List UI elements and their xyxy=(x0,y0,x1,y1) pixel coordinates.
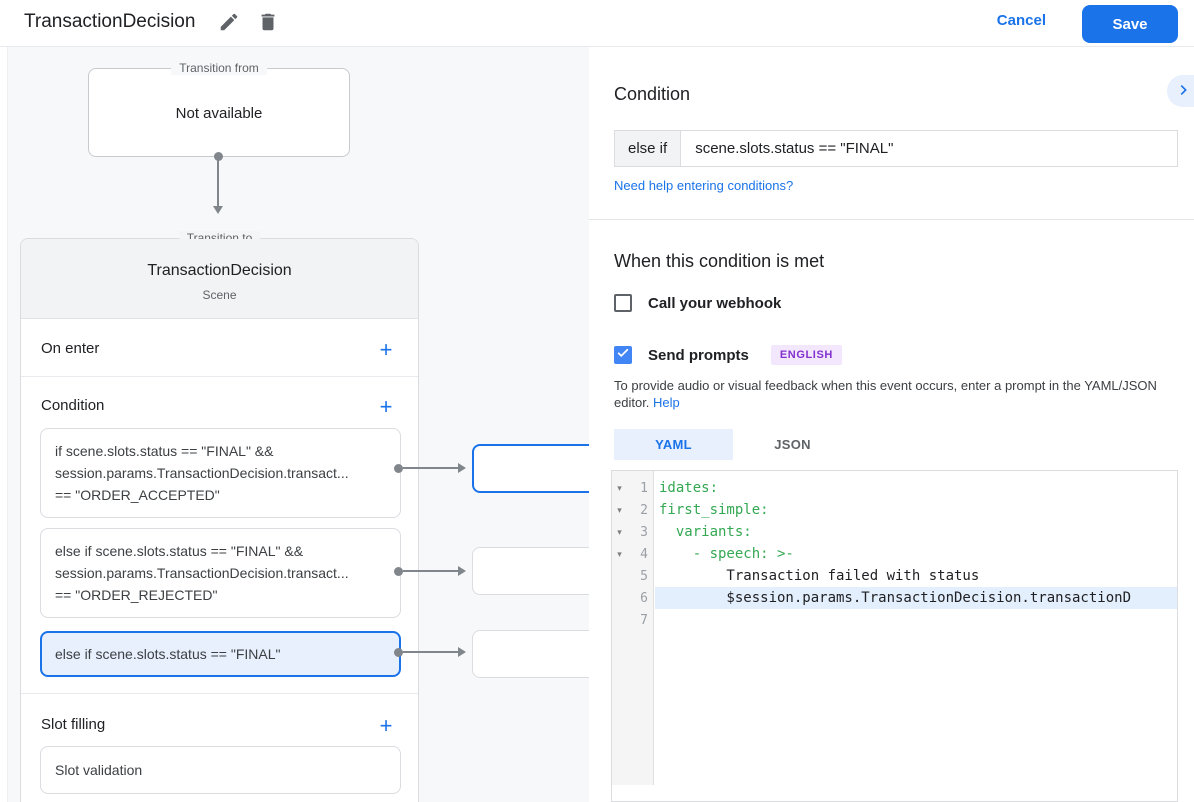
condition-text: == "ORDER_REJECTED" xyxy=(55,587,218,603)
editor-horizontal-scrollbar[interactable] xyxy=(612,792,1177,801)
arrow-right-icon xyxy=(458,566,466,576)
connector-dot xyxy=(394,648,403,657)
condition-prefix-label: else if xyxy=(614,130,681,167)
condition-text: else if scene.slots.status == "FINAL" xyxy=(55,646,281,662)
add-on-enter-button[interactable]: + xyxy=(374,338,398,362)
condition-detail-panel: Condition else if Need help entering con… xyxy=(589,47,1194,802)
webhook-row: Call your webhook xyxy=(614,294,781,312)
code-line xyxy=(655,609,1177,631)
trash-icon xyxy=(257,13,279,36)
transition-from-value: Not available xyxy=(175,105,263,122)
transition-target-box-selected[interactable] xyxy=(472,444,589,493)
send-prompts-row: Send prompts ENGLISH xyxy=(614,345,842,365)
code-line: - speech: >- xyxy=(659,546,794,562)
edit-scene-button[interactable] xyxy=(217,11,241,35)
connector-dot xyxy=(394,567,403,576)
cancel-button[interactable]: Cancel xyxy=(996,12,1046,29)
line-number: 7 xyxy=(640,612,648,628)
divider xyxy=(21,376,418,377)
call-webhook-checkbox[interactable] xyxy=(614,294,632,312)
condition-expression-input[interactable] xyxy=(680,130,1178,167)
condition-text: session.params.TransactionDecision.trans… xyxy=(55,465,349,481)
save-button[interactable]: Save xyxy=(1082,5,1178,43)
arrow-down-icon xyxy=(213,206,223,214)
condition-text: session.params.TransactionDecision.trans… xyxy=(55,565,349,581)
add-condition-button[interactable]: + xyxy=(374,395,398,419)
line-number: 1 xyxy=(640,480,648,496)
top-bar: TransactionDecision Cancel Save xyxy=(0,0,1194,47)
condition-text: if scene.slots.status == "FINAL" && xyxy=(55,443,274,459)
line-number: 5 xyxy=(640,568,648,584)
language-badge: ENGLISH xyxy=(770,345,842,365)
connector-line xyxy=(403,570,458,572)
code-line-highlighted: $session.params.TransactionDecision.tran… xyxy=(655,587,1177,609)
slot-validation-item[interactable]: Slot validation xyxy=(40,746,401,794)
on-enter-label: On enter xyxy=(41,340,100,357)
transition-to-card: Transition to TransactionDecision Scene … xyxy=(20,231,419,802)
editor-code-area[interactable]: idates: first_simple: variants: - speech… xyxy=(655,477,1177,631)
line-number: 6 xyxy=(640,590,648,606)
page-title: TransactionDecision xyxy=(24,11,196,32)
connector-line xyxy=(403,651,458,653)
transition-from-box: Transition from Not available xyxy=(88,61,350,157)
slot-validation-label: Slot validation xyxy=(55,762,143,778)
arrow-right-icon xyxy=(458,463,466,473)
scene-diagram-canvas: Transition from Not available Transition… xyxy=(0,47,589,802)
condition-item-final-selected[interactable]: else if scene.slots.status == "FINAL" xyxy=(40,631,401,677)
transition-target-box[interactable] xyxy=(472,547,589,595)
condition-section-label: Condition xyxy=(41,397,105,414)
divider xyxy=(21,693,418,694)
call-webhook-label: Call your webhook xyxy=(648,294,782,312)
slot-filling-label: Slot filling xyxy=(41,716,106,733)
fold-arrow-icon[interactable]: ▾ xyxy=(617,548,622,559)
check-icon xyxy=(616,346,630,365)
condition-item-order-accepted[interactable]: if scene.slots.status == "FINAL" && sess… xyxy=(40,428,401,518)
condition-text: else if scene.slots.status == "FINAL" && xyxy=(55,543,304,559)
connector-dot xyxy=(394,464,403,473)
prompt-description: To provide audio or visual feedback when… xyxy=(614,377,1180,411)
scene-type-label: Scene xyxy=(202,288,237,302)
line-number: 2 xyxy=(640,502,648,518)
send-prompts-label: Send prompts xyxy=(648,346,749,364)
transition-target-box[interactable] xyxy=(472,630,589,678)
editor-gutter: ▾ 1 ▾ 2 ▾ 3 ▾ 4 5 6 7 xyxy=(612,471,654,785)
yaml-code-editor[interactable]: ▾ 1 ▾ 2 ▾ 3 ▾ 4 5 6 7 idates: first_simple: … xyxy=(611,470,1178,802)
divider xyxy=(589,219,1194,220)
arrow-right-icon xyxy=(458,647,466,657)
code-line: variants: xyxy=(659,524,752,540)
help-link[interactable]: Help xyxy=(653,395,680,410)
tab-yaml[interactable]: YAML xyxy=(614,429,733,460)
tab-json[interactable]: JSON xyxy=(733,429,852,460)
transition-from-legend: Transition from xyxy=(171,61,267,75)
scene-card-header: TransactionDecision Scene xyxy=(21,239,418,319)
delete-scene-button[interactable] xyxy=(256,11,280,35)
conditions-help-link[interactable]: Need help entering conditions? xyxy=(614,178,794,193)
code-line: first_simple: xyxy=(659,502,769,518)
fold-arrow-icon[interactable]: ▾ xyxy=(617,482,622,493)
scene-name: TransactionDecision xyxy=(147,262,292,279)
editor-tabs: YAML JSON xyxy=(614,429,852,460)
fold-arrow-icon[interactable]: ▾ xyxy=(617,526,622,537)
vertical-scrollbar[interactable] xyxy=(0,47,8,802)
connector-line xyxy=(403,467,458,469)
pencil-icon xyxy=(218,13,240,36)
connector-dot xyxy=(214,152,223,161)
condition-item-order-rejected[interactable]: else if scene.slots.status == "FINAL" &&… xyxy=(40,528,401,618)
fold-arrow-icon[interactable]: ▾ xyxy=(617,504,622,515)
prompt-description-text: To provide audio or visual feedback when… xyxy=(614,378,1157,410)
condition-text: == "ORDER_ACCEPTED" xyxy=(55,487,220,503)
code-line: idates: xyxy=(659,480,719,496)
condition-input-row: else if xyxy=(614,130,1178,167)
chevron-right-icon xyxy=(1174,84,1194,103)
line-number: 4 xyxy=(640,546,648,562)
send-prompts-checkbox[interactable] xyxy=(614,346,632,364)
connector-line xyxy=(217,160,219,206)
collapse-panel-button[interactable] xyxy=(1167,75,1194,107)
panel-title: Condition xyxy=(614,84,691,104)
line-number: 3 xyxy=(640,524,648,540)
when-condition-met-heading: When this condition is met xyxy=(614,251,825,271)
add-slot-button[interactable]: + xyxy=(374,714,398,738)
code-line: Transaction failed with status xyxy=(659,568,980,584)
